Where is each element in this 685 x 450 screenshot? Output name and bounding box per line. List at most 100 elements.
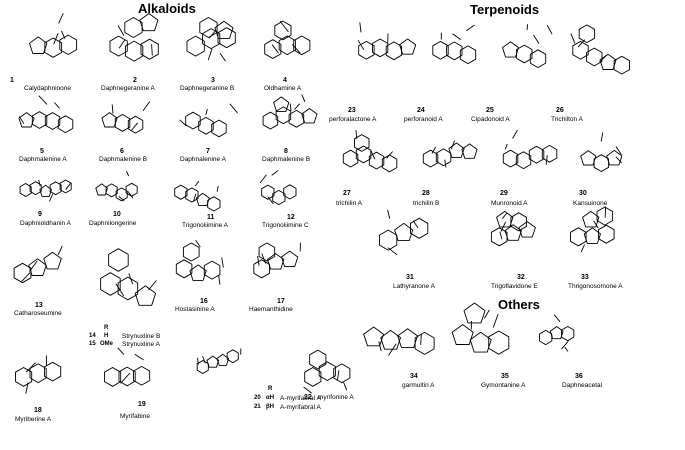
- ring: [262, 111, 279, 130]
- bond: [18, 116, 25, 124]
- compound-number: 31: [406, 274, 414, 281]
- structure-drawing: [570, 206, 615, 253]
- bond: [452, 33, 461, 40]
- ring: [516, 44, 533, 64]
- ring: [104, 367, 122, 387]
- compound-structure: [178, 92, 246, 144]
- ring: [115, 187, 128, 202]
- ring: [414, 331, 435, 355]
- bond: [219, 53, 226, 62]
- bond: [553, 314, 561, 323]
- row-number: 14: [89, 333, 96, 339]
- structure-drawing: [174, 180, 221, 212]
- section-title-alkaloids: Alkaloids: [138, 1, 196, 16]
- ring: [510, 212, 527, 232]
- bond: [54, 102, 60, 109]
- bond: [58, 13, 64, 24]
- compound-number: 32: [517, 274, 525, 281]
- structure-drawing: [19, 179, 72, 202]
- bond: [128, 273, 134, 285]
- row-r: OMe: [100, 341, 114, 347]
- compound-number: 27: [343, 190, 351, 197]
- bond: [117, 347, 125, 355]
- ring: [31, 111, 48, 129]
- r-header: R: [104, 325, 109, 331]
- ring: [586, 47, 603, 67]
- ring: [358, 40, 375, 60]
- bond: [504, 143, 508, 150]
- row-name: Strynuxline A: [122, 341, 160, 348]
- bond: [564, 346, 569, 352]
- ring: [502, 41, 519, 58]
- structure-drawing: [100, 248, 157, 306]
- section-title-terpenoids: Terpenoids: [470, 2, 540, 17]
- compound-name: Haemanthidine: [249, 306, 293, 313]
- compound-structure: [416, 130, 482, 182]
- compound-structure: [496, 20, 562, 75]
- bond: [259, 174, 267, 184]
- compound-structure: [255, 92, 325, 144]
- bond: [126, 170, 130, 177]
- ring: [185, 187, 199, 203]
- ring: [380, 329, 401, 350]
- compound-number: 3: [211, 77, 215, 84]
- ring: [598, 224, 615, 244]
- ring: [288, 109, 305, 128]
- bond: [387, 209, 391, 219]
- bond: [526, 24, 529, 31]
- structure-drawing: [262, 94, 318, 130]
- bond: [500, 221, 507, 232]
- bond: [570, 33, 576, 44]
- compound-name: Thrigonosomone A: [568, 283, 623, 290]
- compound-structure: [566, 206, 622, 262]
- row-r: H: [104, 333, 109, 339]
- bond: [577, 39, 586, 48]
- compound-name: Daphnioldhanin A: [20, 220, 71, 227]
- structure-drawing: [502, 130, 558, 170]
- bond: [450, 140, 456, 150]
- compound-name: Cipadonoid A: [471, 116, 510, 123]
- bond: [207, 48, 213, 61]
- ring: [515, 151, 532, 170]
- compound-name: perforalactone A: [329, 116, 377, 123]
- bond: [355, 130, 358, 139]
- bond: [512, 130, 518, 139]
- ring: [59, 34, 78, 55]
- ring: [528, 145, 545, 164]
- ring: [333, 363, 351, 384]
- ring: [461, 143, 478, 159]
- ring: [394, 222, 414, 242]
- compound-name: Daphmalenine B: [262, 156, 311, 163]
- compound-structure: [260, 15, 318, 77]
- ring: [561, 326, 575, 342]
- structure-drawing: [175, 240, 224, 285]
- ring: [372, 38, 389, 58]
- ring: [354, 134, 370, 152]
- ring: [264, 39, 282, 59]
- ring: [272, 189, 286, 206]
- structure-drawing: [264, 20, 311, 59]
- row-number: 15: [89, 341, 96, 347]
- ring: [309, 349, 327, 370]
- bond: [216, 185, 219, 192]
- bond: [291, 44, 301, 54]
- structure-drawing: [15, 355, 62, 394]
- bond: [615, 146, 622, 155]
- compound-number: 17: [277, 298, 285, 305]
- ring: [539, 329, 553, 346]
- ring: [580, 150, 597, 166]
- ring: [217, 27, 236, 49]
- compound-structure: [12, 92, 78, 144]
- bond: [412, 220, 419, 229]
- ring: [578, 24, 596, 44]
- compound-structure: [12, 168, 74, 208]
- compound-number: 13: [35, 302, 43, 309]
- ring: [469, 331, 492, 353]
- bond: [615, 156, 623, 164]
- bond: [501, 212, 508, 219]
- compound-name: Oldhamine A: [264, 85, 302, 92]
- compound-structure: [170, 238, 234, 294]
- bond: [370, 149, 376, 160]
- structure-drawing: [422, 140, 478, 168]
- ring: [529, 49, 547, 69]
